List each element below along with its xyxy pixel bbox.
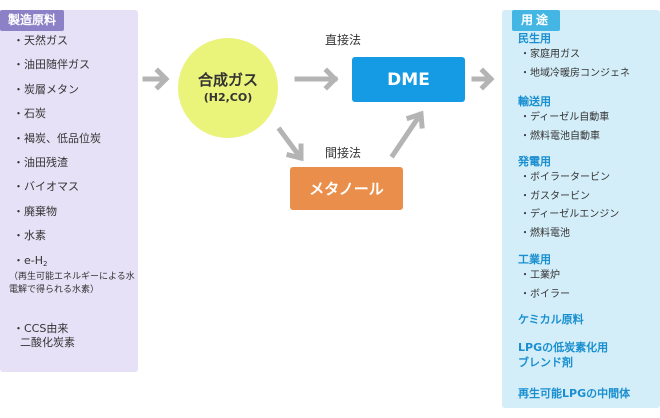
syngas-node: 合成ガス (H2,CO) xyxy=(178,38,278,138)
arrow-icon xyxy=(276,126,304,162)
use-heading: 工業用 xyxy=(518,253,551,266)
use-group-transport: 輸送用 ・ディーゼル自動車 ・燃料電池自動車 xyxy=(518,94,660,146)
use-heading: 輸送用 xyxy=(518,95,551,108)
use-item: ・ディーゼル自動車 xyxy=(520,112,610,123)
use-item: ・燃料電池 xyxy=(520,227,570,239)
use-heading: ブレンド剤 xyxy=(518,356,573,369)
uses-panel: 用途 民生用 ・家庭用ガス ・地域冷暖房コンジェネ 輸送用 ・ディーゼル自動車 … xyxy=(502,10,660,408)
material-item: ・天然ガス xyxy=(13,34,68,47)
raw-materials-title: 製造原料 xyxy=(0,10,65,31)
use-item: ・ディーゼルエンジン xyxy=(520,209,620,220)
e-hydrogen-subscript: 2 xyxy=(43,259,48,268)
arrow-icon xyxy=(294,67,339,91)
methanol-node: メタノール xyxy=(290,167,403,210)
raw-materials-list: ・天然ガス ・油田随伴ガス ・炭層メタン ・石炭 ・褐炭、低品位炭 ・油田残渣 … xyxy=(9,34,135,349)
ccs-label-line2: 二酸化炭素 xyxy=(20,335,75,349)
use-chemical: ケミカル原料 xyxy=(518,312,660,327)
material-item: ・水素 xyxy=(13,229,46,243)
material-item: ・油田随伴ガス xyxy=(13,58,90,72)
raw-materials-panel: 製造原料 ・天然ガス ・油田随伴ガス ・炭層メタン ・石炭 ・褐炭、低品位炭 ・… xyxy=(0,10,138,372)
use-item: ・ガスタービン xyxy=(520,190,590,202)
use-heading: ケミカル原料 xyxy=(518,313,584,326)
use-heading: 民生用 xyxy=(518,32,551,45)
e-hydrogen-label: ・e-H xyxy=(13,253,44,267)
use-item: ・家庭用ガス xyxy=(520,49,580,60)
use-item: ・燃料電池自動車 xyxy=(520,130,600,142)
use-heading: 発電用 xyxy=(518,155,551,168)
use-item: ・地域冷暖房コンジェネ xyxy=(520,67,630,79)
material-item: ・油田残渣 xyxy=(13,155,68,169)
indirect-method-label: 間接法 xyxy=(325,146,362,160)
arrow-icon xyxy=(471,67,495,91)
arrow-icon xyxy=(389,110,425,159)
material-item: ・炭層メタン xyxy=(13,82,79,96)
use-group-power: 発電用 ・ボイラータービン ・ガスタービン ・ディーゼルエンジン ・燃料電池 xyxy=(518,154,660,243)
use-group-residential: 民生用 ・家庭用ガス ・地域冷暖房コンジェネ xyxy=(518,31,660,83)
dme-node: DME xyxy=(352,57,465,102)
use-item: ・ボイラータービン xyxy=(520,172,610,183)
use-heading: 再生可能LPGの中間体 xyxy=(518,387,631,400)
material-item: ・バイオマス xyxy=(13,180,79,194)
use-heading: LPGの低炭素化用 xyxy=(518,341,609,354)
arrow-icon xyxy=(142,67,170,91)
use-lpg-blend: LPGの低炭素化用 ブレンド剤 xyxy=(518,340,660,370)
use-group-industrial: 工業用 ・工業炉 ・ボイラー xyxy=(518,252,660,304)
material-item: ・石炭 xyxy=(13,107,46,121)
use-item: ・ボイラー xyxy=(520,288,570,300)
use-item: ・工業炉 xyxy=(520,270,560,281)
ccs-label-line1: ・CCS由来 xyxy=(13,321,69,335)
syngas-formula: (H2,CO) xyxy=(203,91,253,104)
syngas-name: 合成ガス xyxy=(197,71,258,89)
material-item: ・褐炭、低品位炭 xyxy=(13,131,101,145)
use-renewable-lpg: 再生可能LPGの中間体 xyxy=(518,386,660,401)
direct-method-label: 直接法 xyxy=(325,33,362,47)
uses-title: 用途 xyxy=(512,10,561,31)
material-item: ・廃棄物 xyxy=(13,204,57,218)
material-item-e-hydrogen: ・e-H2 （再生可能エネルギーによる水電解で得られる水素） xyxy=(9,253,135,322)
e-hydrogen-note: （再生可能エネルギーによる水電解で得られる水素） xyxy=(9,271,135,295)
material-item-ccs: ・CCS由来 二酸化炭素 xyxy=(13,321,135,349)
